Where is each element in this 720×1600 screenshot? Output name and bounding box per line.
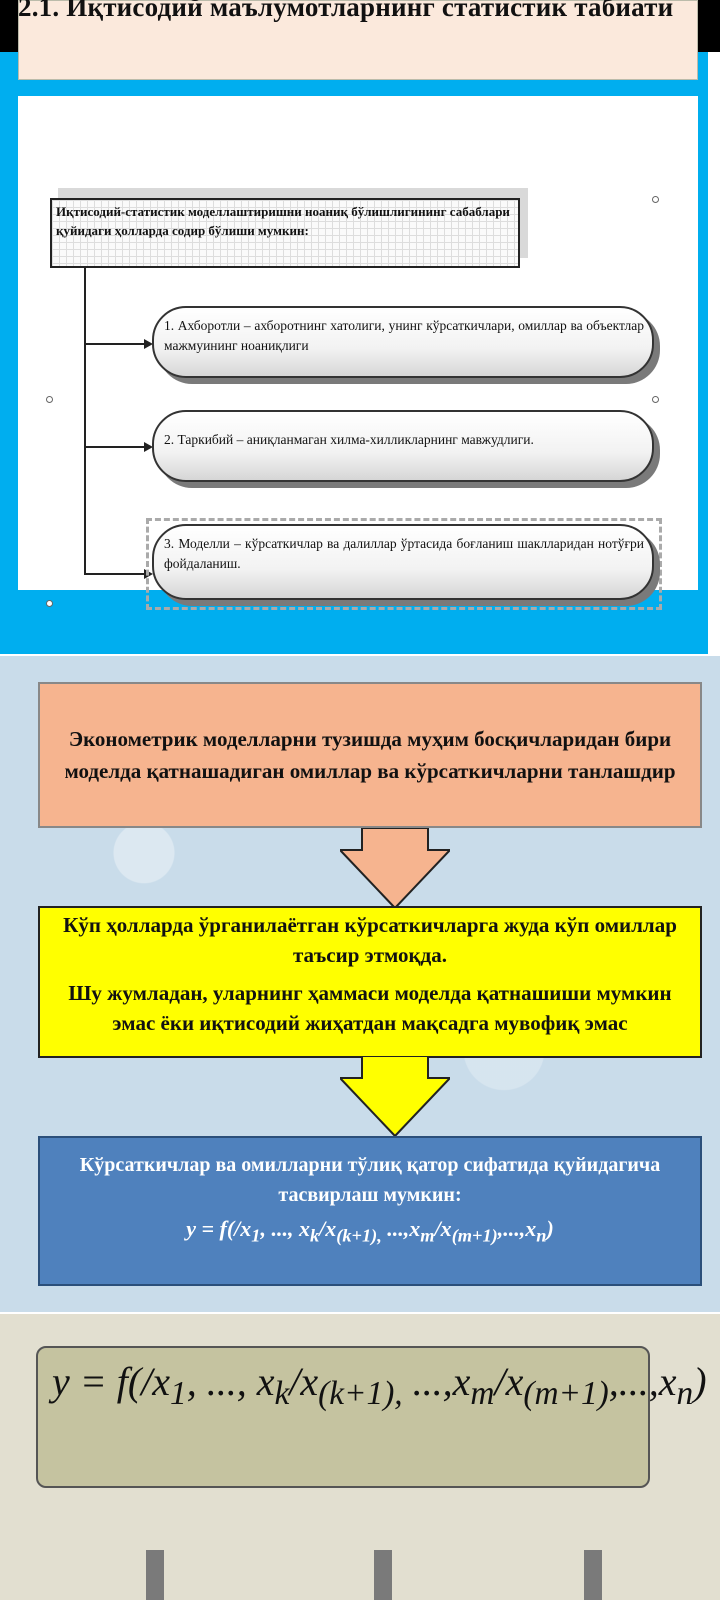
blue-statement-box: Кўрсаткичлар ва омилларни тўлиқ қатор си…	[38, 1136, 702, 1286]
formula-sub: 1	[170, 1375, 187, 1412]
selection-frame	[146, 518, 662, 610]
arrow-right-icon	[144, 339, 153, 349]
orange-statement-box: Эконометрик моделларни тузишда муҳим бос…	[38, 682, 702, 828]
formula-part: y = f(/x	[52, 1359, 171, 1404]
down-arrow-yellow-icon	[340, 1056, 450, 1138]
connector-vertical	[84, 268, 86, 574]
formula-sub: 1	[251, 1225, 261, 1246]
connector-horizontal-3	[84, 573, 146, 575]
blue-formula: y = f(/x1, ..., xk/x(k+1), ...,xm/x(m+1)…	[50, 1214, 690, 1250]
down-arrow-orange-icon	[340, 828, 450, 910]
yellow-paragraph-2: Шу жумладан, уларнинг ҳаммаси моделда қа…	[68, 981, 672, 1035]
formula-part: , ..., x	[186, 1359, 275, 1404]
formula-part: /x	[494, 1359, 524, 1404]
formula-sub: n	[536, 1225, 547, 1246]
connector-horizontal-1	[84, 343, 146, 345]
diagram-header: Иқтисодий-статистик моделлаштиришни ноан…	[50, 198, 520, 268]
formula-sub: m	[470, 1375, 495, 1412]
reason-item-2: 2. Таркибий – аниқланмаган хилма-хилликл…	[152, 410, 654, 482]
bar-shape	[374, 1550, 392, 1600]
formula-part: /x	[319, 1216, 337, 1241]
arrow-right-icon	[144, 442, 153, 452]
formula-part: /x	[289, 1359, 319, 1404]
formula-part: )	[546, 1216, 554, 1241]
bar-shape	[146, 1550, 164, 1600]
slide-1-title: 2.1. Иқтисодий маълумотларнинг статистик…	[18, 0, 674, 22]
formula-sub: (m+1)	[523, 1375, 609, 1412]
reason-item-3: 3. Моделли – кўрсаткичлар ва далиллар ўр…	[152, 524, 654, 600]
formula-sub: m	[420, 1225, 435, 1246]
formula-part: /x	[434, 1216, 452, 1241]
connector-horizontal-2	[84, 446, 146, 448]
formula-sub: (k+1),	[336, 1225, 382, 1246]
reason-item-1: 1. Ахборотли – ахборотнинг хатолиги, уни…	[152, 306, 654, 378]
yellow-statement-box: Кўп ҳолларда ўрганилаётган кўрсаткичларг…	[38, 906, 702, 1058]
slide-1-title-box	[18, 0, 698, 80]
handle-dot	[652, 396, 659, 403]
yellow-paragraph-1: Кўп ҳолларда ўрганилаётган кўрсаткичларг…	[63, 913, 677, 967]
formula-part: ...,x	[402, 1359, 471, 1404]
formula-sub: (m+1)	[451, 1225, 498, 1246]
handle-dot	[652, 196, 659, 203]
large-formula: y = f(/x1, ..., xk/x(k+1), ...,xm/x(m+1)…	[52, 1358, 707, 1413]
formula-sub: k	[309, 1225, 320, 1246]
formula-box	[36, 1346, 650, 1488]
handle-dot	[46, 396, 53, 403]
handle-dot	[46, 600, 53, 607]
bar-shape	[584, 1550, 602, 1600]
formula-sub: k	[274, 1375, 290, 1412]
formula-part: , ..., x	[260, 1216, 310, 1241]
blue-paragraph: Кўрсаткичлар ва омилларни тўлиқ қатор си…	[79, 1154, 661, 1206]
formula-part: ,...,x	[608, 1359, 677, 1404]
formula-part: )	[693, 1359, 707, 1404]
formula-sub: (k+1),	[318, 1375, 403, 1412]
formula-part: y = f(/x	[186, 1216, 252, 1241]
formula-part: ,...,x	[497, 1216, 537, 1241]
formula-part: ...,x	[381, 1216, 421, 1241]
formula-sub: n	[676, 1375, 694, 1412]
